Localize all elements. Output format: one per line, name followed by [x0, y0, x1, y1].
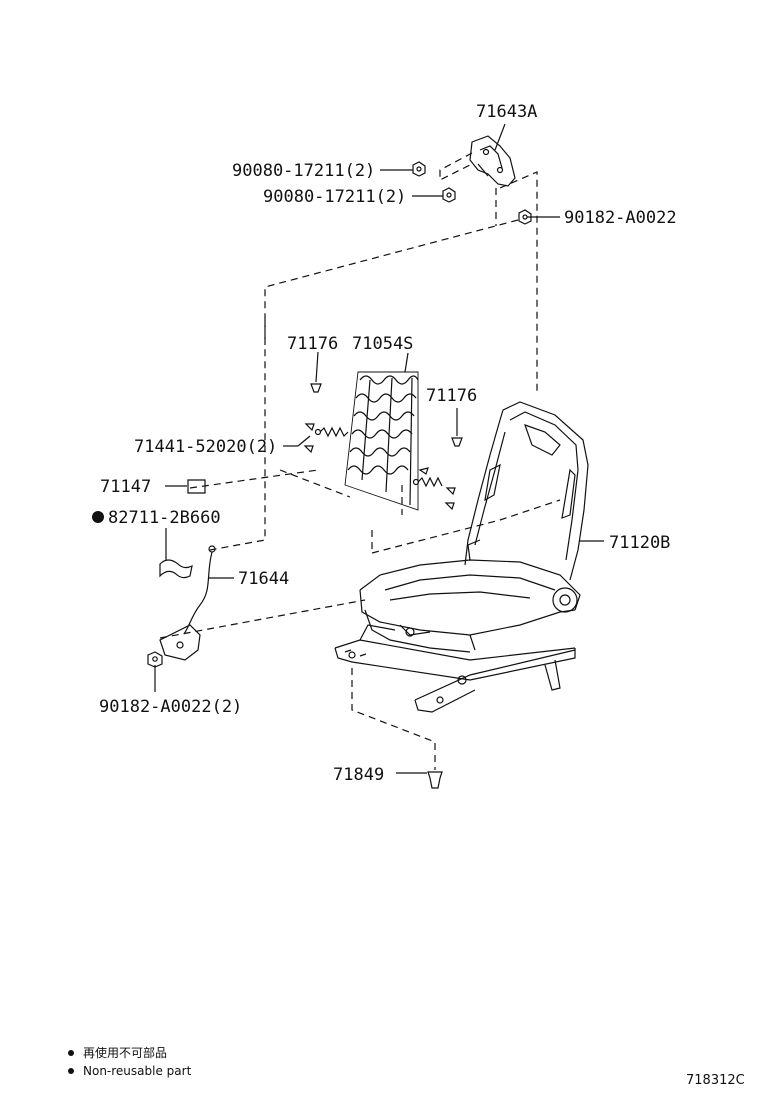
nut-90182-bottom-drawing: [147, 651, 163, 668]
non-reusable-marker-icon: [92, 511, 104, 523]
label-90182-top: 90182-A0022: [564, 208, 677, 228]
label-71849: 71849: [333, 765, 384, 785]
legend-row-en: Non-reusable part: [68, 1062, 191, 1080]
label-90182-bottom: 90182-A0022(2): [99, 697, 242, 717]
label-71176-b: 71176: [426, 386, 477, 406]
small-clips-drawing: [303, 423, 456, 511]
bullet-icon: [68, 1068, 74, 1074]
legend-row-jp: 再使用不可部品: [68, 1044, 191, 1062]
label-71176-a: 71176: [287, 334, 338, 354]
label-71441: 71441-52020(2): [134, 437, 277, 457]
label-71120B: 71120B: [609, 533, 670, 553]
nut-90182-top-drawing: [518, 209, 532, 225]
seat-frame-71120B-drawing: [334, 401, 589, 713]
legend-text-jp: 再使用不可部品: [83, 1046, 168, 1060]
pad-71147-drawing: [187, 479, 206, 494]
legend: 再使用不可部品 Non-reusable part: [68, 1044, 191, 1080]
legend-text-en: Non-reusable part: [83, 1064, 192, 1078]
spring-mat-71054S-drawing: [344, 371, 419, 511]
nut-90080-b-drawing: [442, 187, 456, 203]
label-71147: 71147: [100, 477, 151, 497]
clip-71176-a-drawing: [310, 383, 322, 393]
clip-82711-drawing: [159, 559, 193, 579]
bullet-icon: [68, 1050, 74, 1056]
cap-71849-drawing: [427, 771, 443, 789]
nut-90080-a-drawing: [412, 161, 426, 177]
diagram-id: 718312C: [686, 1073, 745, 1088]
bracket-71643A-drawing: [469, 135, 516, 187]
label-71644: 71644: [238, 569, 289, 589]
spring-71441-b-drawing: [412, 476, 443, 488]
assembly-dashed-lines: [159, 152, 561, 770]
leader-lines: [154, 123, 604, 774]
part-labels: 71643A 90080-17211(2) 90080-17211(2) 901…: [99, 102, 677, 785]
label-90080-b: 90080-17211(2): [263, 187, 406, 207]
label-90080-a: 90080-17211(2): [232, 161, 375, 181]
label-71054S: 71054S: [352, 334, 413, 354]
label-71643A: 71643A: [476, 102, 537, 122]
clip-71176-b-drawing: [451, 437, 463, 447]
label-82711: 82711-2B660: [108, 508, 221, 528]
cable-71644-drawing: [159, 545, 216, 661]
spring-71441-a-drawing: [314, 426, 349, 438]
